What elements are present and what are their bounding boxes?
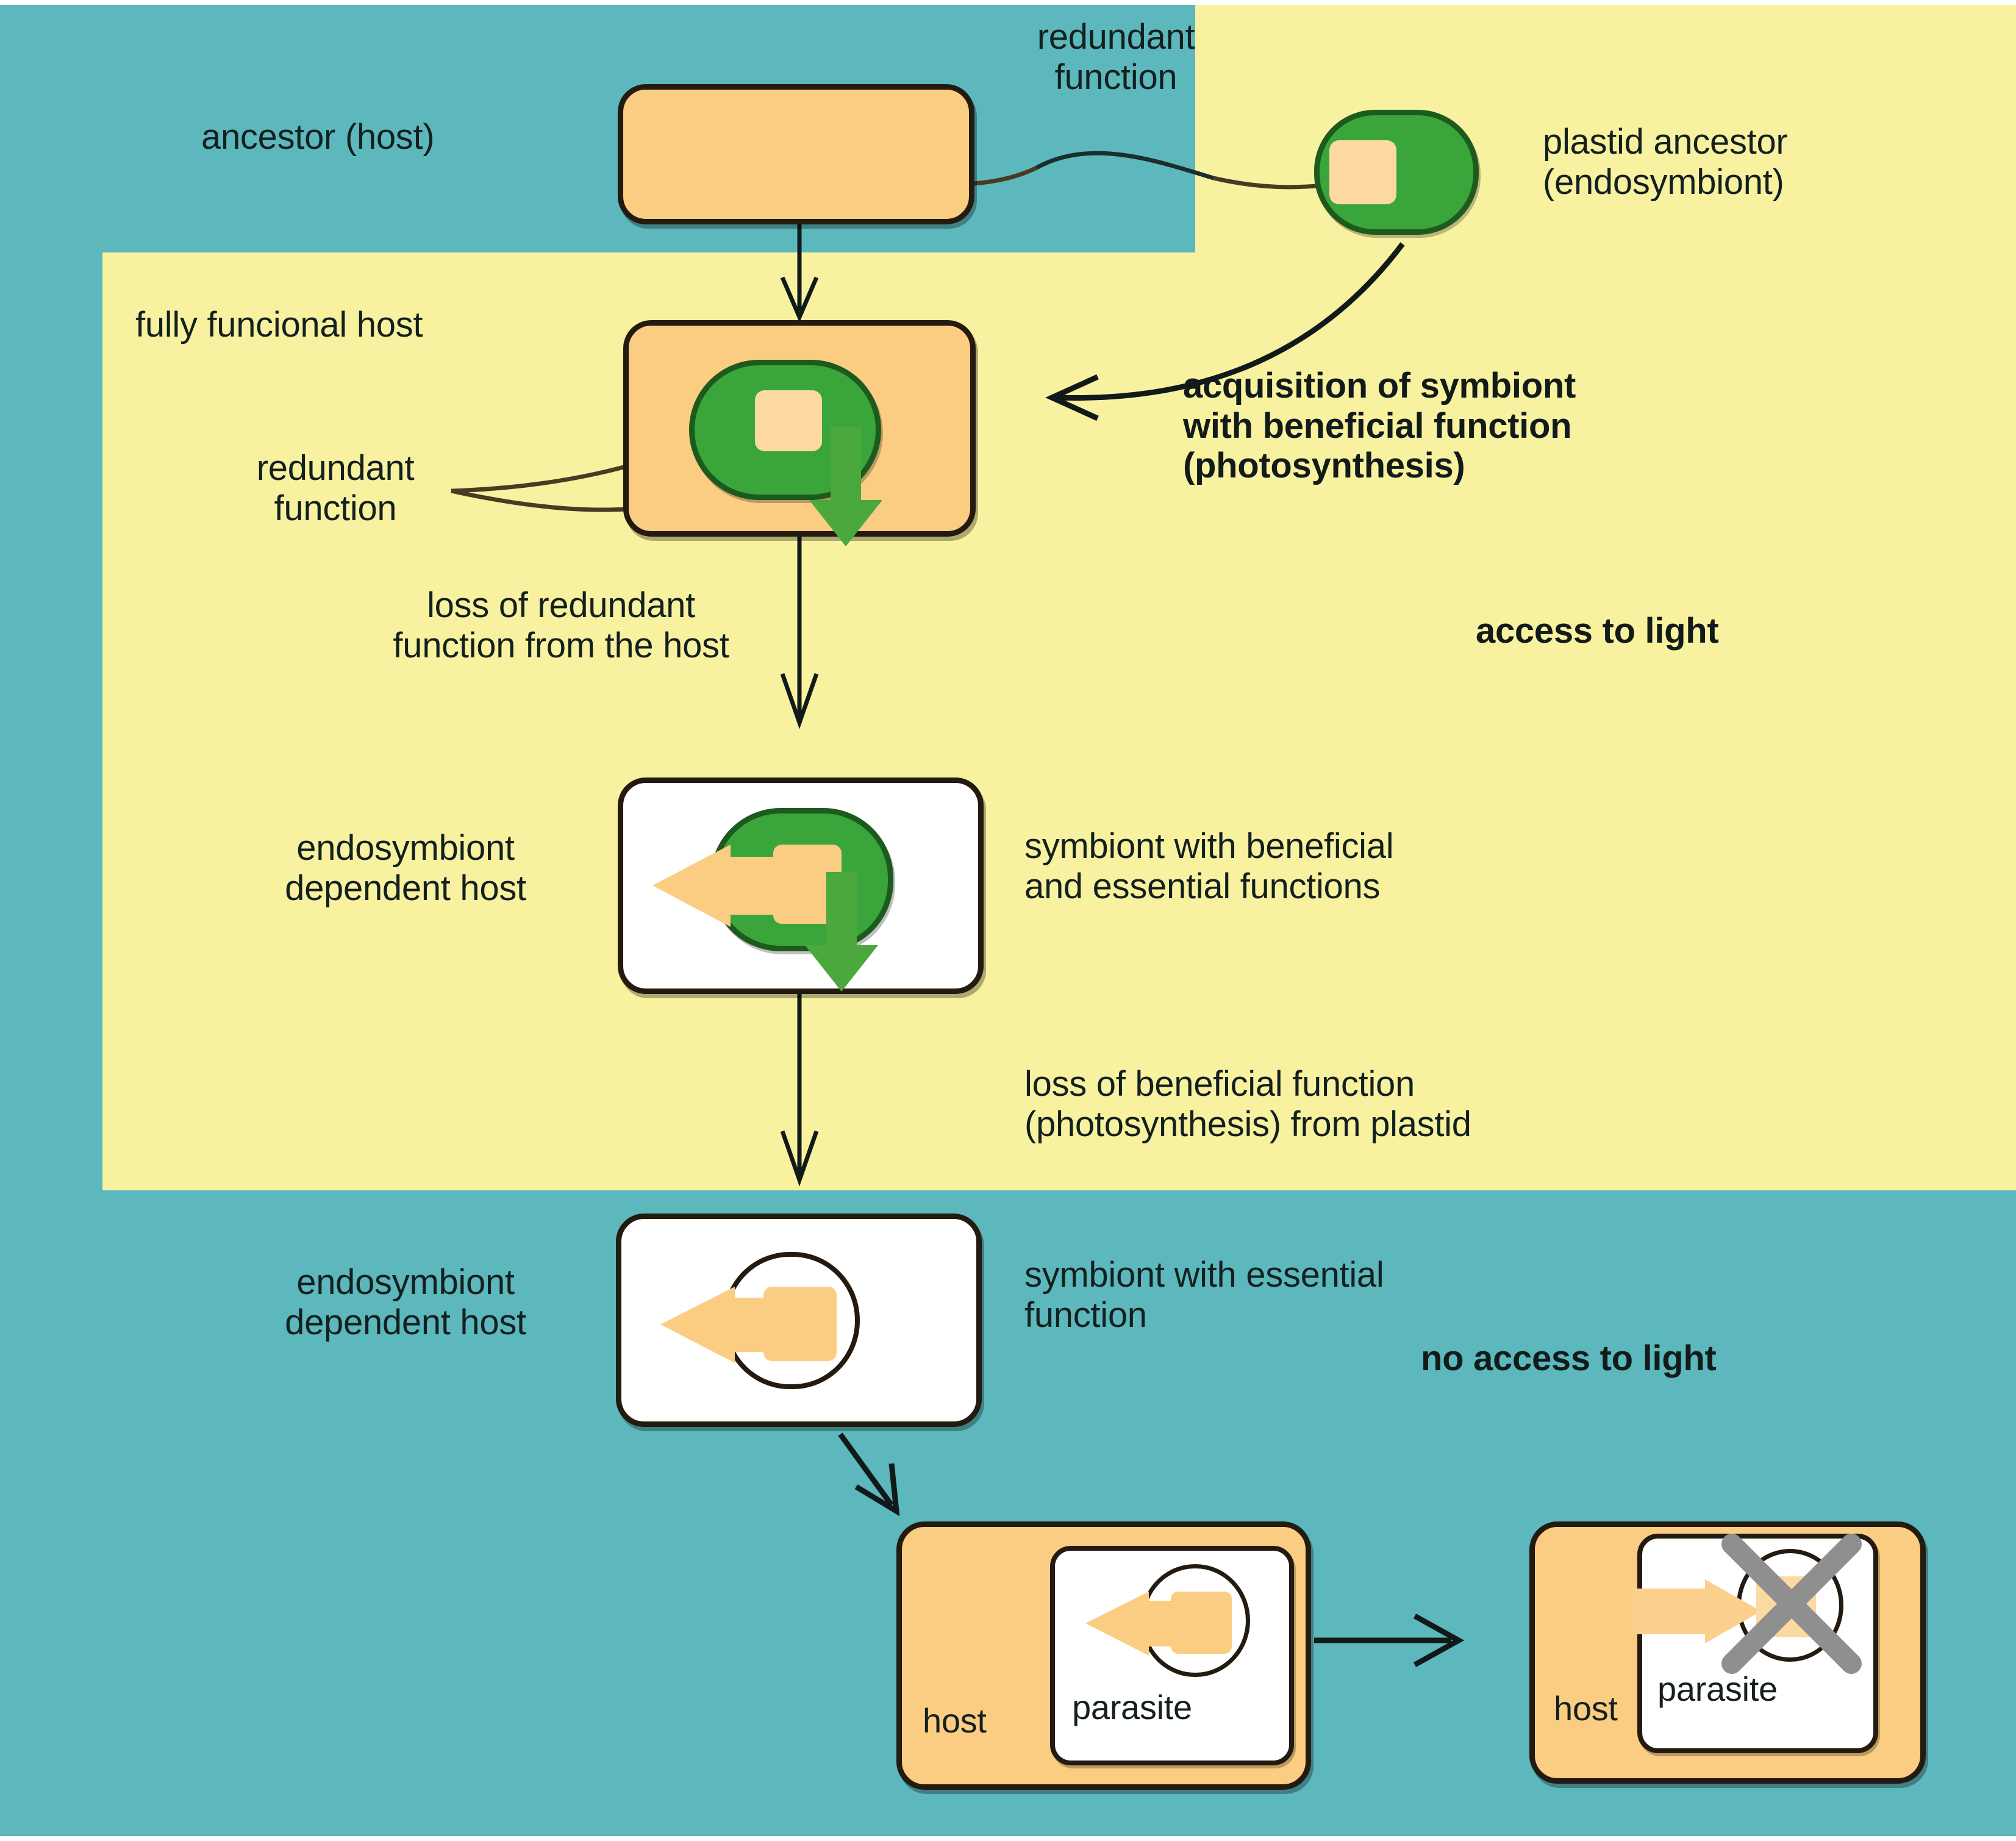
label-endosymbiont-dependent-host-2: endosymbiont dependent host: [285, 1262, 526, 1342]
label-no-access-to-light: no access to light: [1421, 1339, 1717, 1378]
label-parasite-right: parasite: [1657, 1670, 1778, 1708]
label-redundant-function-mid: redundant function: [256, 448, 415, 528]
label-fully-functional-host: fully funcional host: [135, 305, 423, 345]
label-loss-of-beneficial-function: loss of beneficial function (photosynthe…: [1024, 1064, 1471, 1144]
light-region-top-background: [0, 5, 1195, 254]
label-endosymbiont-dependent-host-1: endosymbiont dependent host: [285, 828, 526, 908]
essential-function-chip-3: [1171, 1592, 1232, 1654]
ancestor-host-box: [618, 84, 974, 224]
label-host-right: host: [1554, 1689, 1618, 1728]
label-plastid-ancestor: plastid ancestor (endosymbiont): [1543, 122, 1788, 202]
cross-out-x-icon: [1721, 1534, 1862, 1674]
label-ancestor-host: ancestor (host): [201, 117, 435, 157]
plastid-in-host-redundant-chip: [755, 390, 822, 451]
label-symbiont-essential-function: symbiont with essential function: [1024, 1255, 1384, 1335]
essential-function-chip-2: [763, 1287, 837, 1361]
label-parasite-left: parasite: [1072, 1688, 1192, 1726]
label-access-to-light: access to light: [1476, 611, 1719, 651]
label-redundant-function-top: redundant function: [1037, 17, 1195, 97]
plastid-ancestor-redundant-chip: [1329, 140, 1396, 204]
label-acquisition-of-symbiont: acquisition of symbiont with beneficial …: [1183, 366, 1576, 486]
essential-function-right-arrow-icon: [1633, 1579, 1761, 1643]
label-loss-of-redundant-function: loss of redundant function from the host: [393, 585, 729, 665]
photosynthesis-down-arrow-icon-2: [805, 872, 878, 992]
label-host-left: host: [923, 1701, 987, 1740]
label-symbiont-beneficial-essential: symbiont with beneficial and essential f…: [1024, 826, 1394, 906]
photosynthesis-down-arrow-icon-1: [809, 427, 882, 546]
